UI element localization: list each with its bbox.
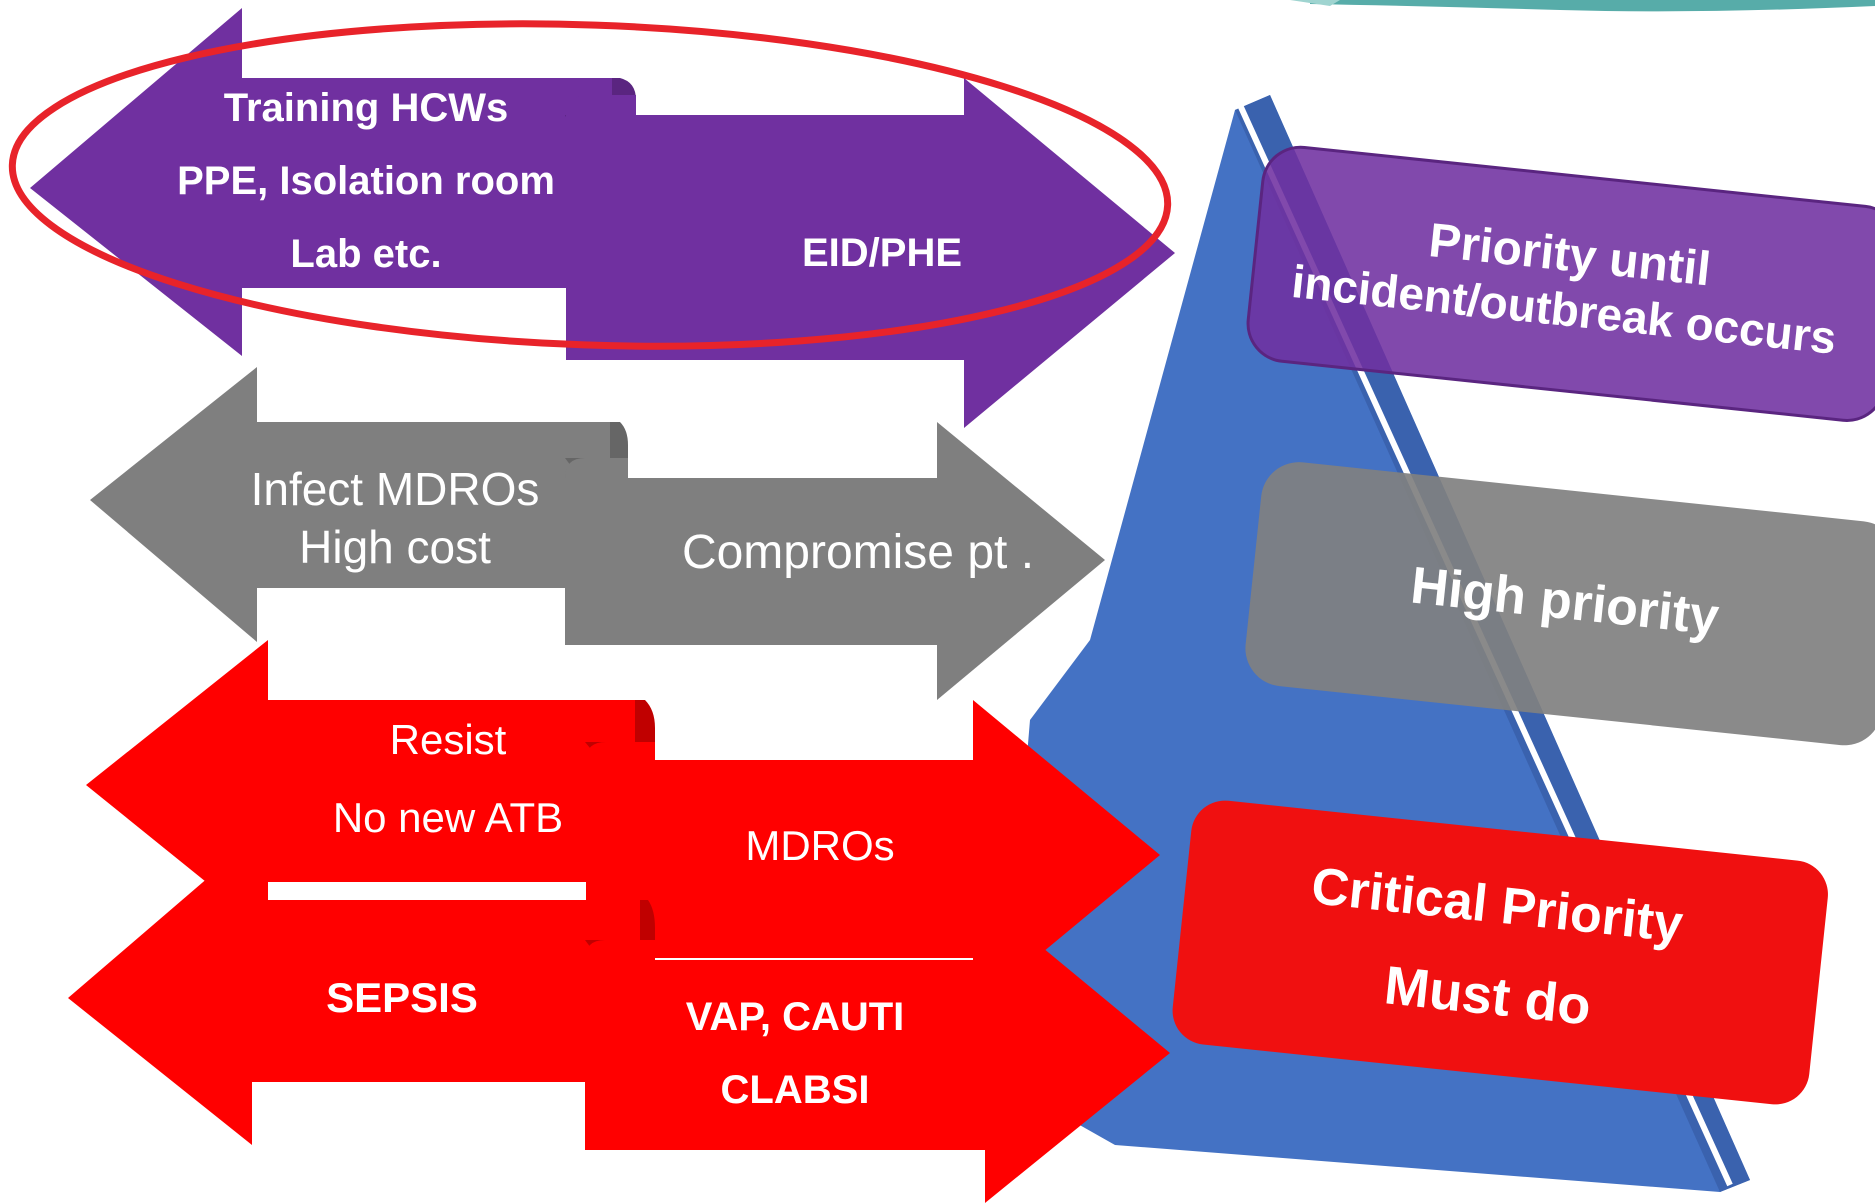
- mdro-left-arrow: [86, 640, 635, 932]
- eid-right-label: EID/PHE: [802, 231, 962, 275]
- sepsis-right-line-2: CLABSI: [721, 1068, 870, 1112]
- mdro-left-line-1: Resist: [390, 716, 507, 763]
- compromise-row: Infect MDROs High cost Compromise pt .: [90, 367, 1105, 700]
- eid-left-line-2: PPE, Isolation room: [177, 159, 555, 203]
- sepsis-right-line-1: VAP, CAUTI: [686, 995, 905, 1039]
- compromise-left-line-2: High cost: [299, 521, 491, 573]
- eid-row: Training HCWs PPE, Isolation room Lab et…: [30, 8, 1175, 428]
- compromise-left-line-1: Infect MDROs: [251, 463, 540, 515]
- eid-left-line-1: Training HCWs: [224, 86, 508, 130]
- sepsis-row: SEPSIS VAP, CAUTI CLABSI: [68, 840, 1170, 1203]
- priority-box-middle: High priority: [1245, 462, 1875, 746]
- eid-left-arrow: [30, 8, 612, 356]
- priority-box-top: Priority until incident/outbreak occurs: [1246, 145, 1875, 422]
- compromise-left-arrow: [90, 367, 610, 642]
- mdro-left-line-2: No new ATB: [333, 794, 563, 841]
- compromise-right-label: Compromise pt .: [682, 526, 1034, 579]
- highlight-ellipse: [8, 20, 1172, 350]
- eid-right-arrow: [566, 78, 1175, 428]
- sepsis-right-arrow: [585, 900, 1170, 1203]
- sepsis-left-arrow: [68, 840, 640, 1145]
- eid-left-line-3: Lab etc.: [290, 232, 441, 276]
- mdro-right-label: MDROs: [745, 822, 894, 869]
- priority-box-bottom: Critical Priority Must do: [1172, 800, 1828, 1105]
- header-decoration: [1290, 0, 1875, 12]
- compromise-right-arrow: [565, 422, 1105, 700]
- sepsis-left-label: SEPSIS: [326, 974, 478, 1021]
